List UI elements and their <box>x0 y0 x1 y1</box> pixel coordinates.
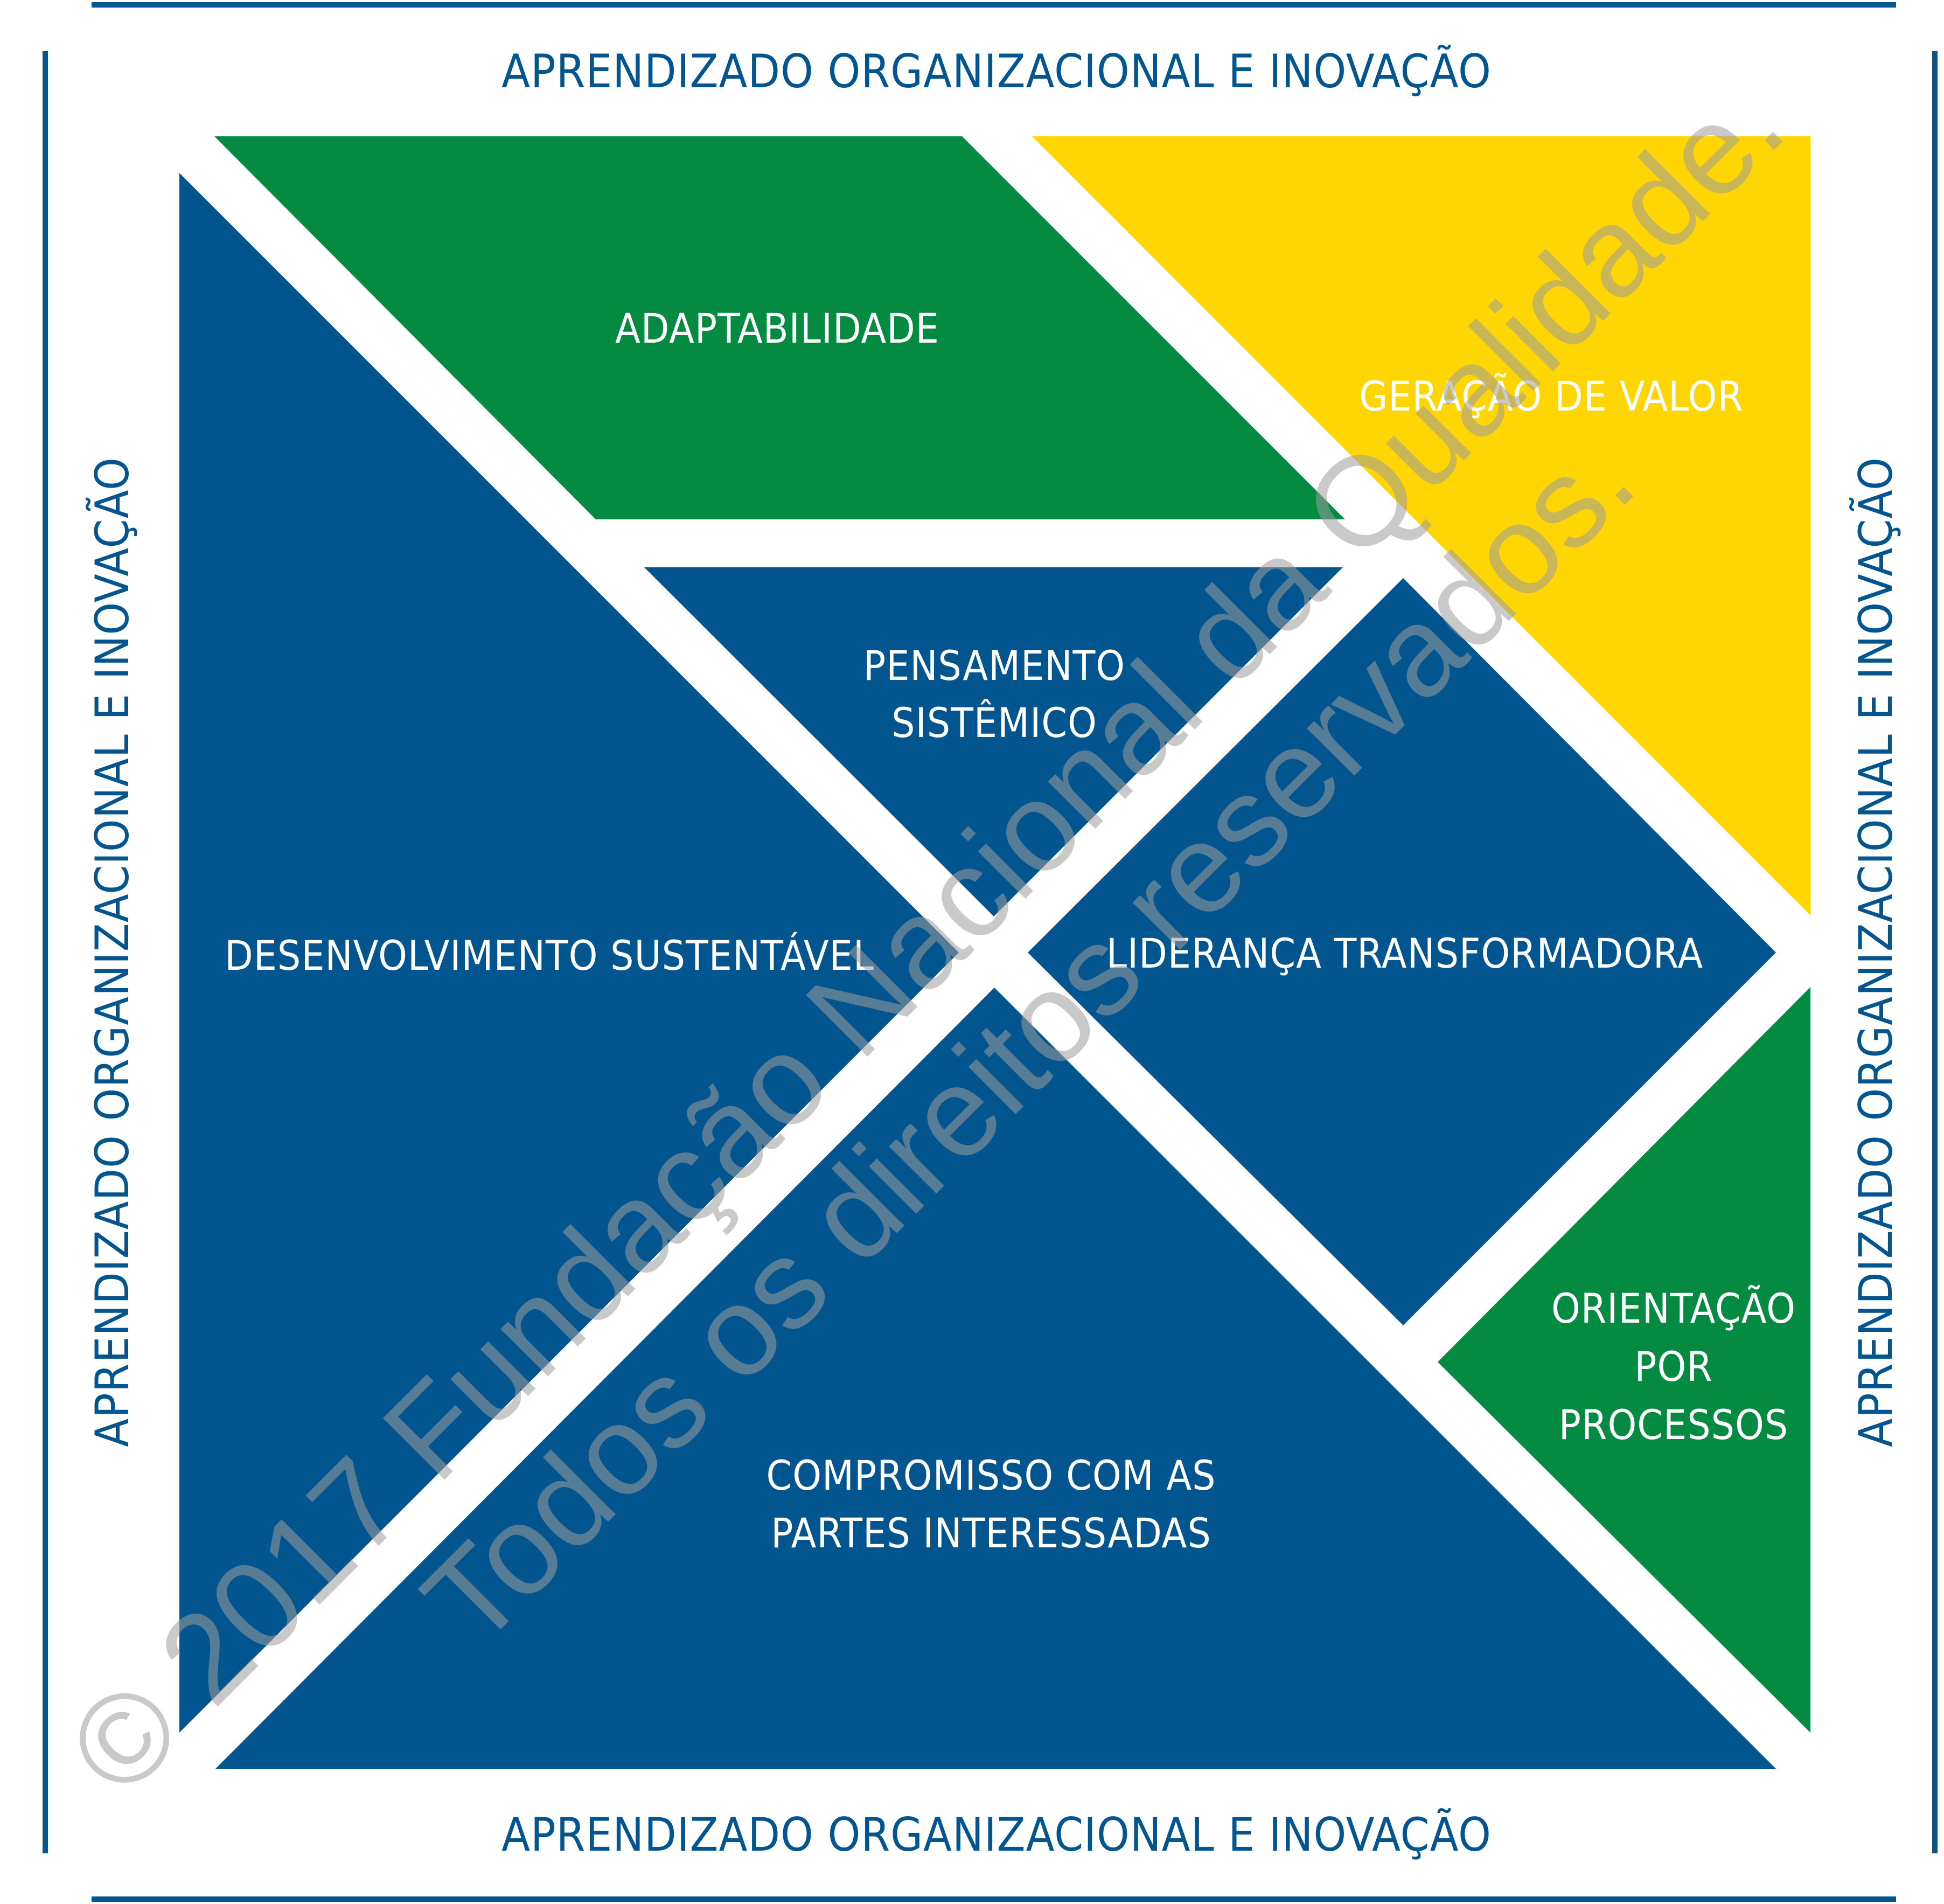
frame-label-top: APRENDIZADO ORGANIZACIONAL E INOVAÇÃO <box>501 45 1492 99</box>
piece-orientacao-processos <box>1438 987 1810 1733</box>
piece-adaptabilidade <box>214 136 1345 519</box>
label-pensamento-line2: SISTÊMICO <box>891 698 1097 747</box>
label-orientacao-line1: ORIENTAÇÃO <box>1551 1284 1796 1332</box>
piece-geracao-de-valor <box>1032 136 1810 915</box>
frame-label-right: APRENDIZADO ORGANIZACIONAL E INOVAÇÃO <box>1849 457 1903 1447</box>
piece-pensamento-sistemico <box>644 567 1343 916</box>
tangram-pieces <box>179 136 1810 1769</box>
piece-lideranca-transformadora <box>1028 578 1776 1325</box>
label-compromisso-line2: PARTES INTERESSADAS <box>771 1509 1211 1557</box>
frame-label-left: APRENDIZADO ORGANIZACIONAL E INOVAÇÃO <box>86 457 140 1447</box>
piece-labels: ADAPTABILIDADE GERAÇÃO DE VALOR PENSAMEN… <box>225 304 1796 1557</box>
frame <box>43 2 1938 1902</box>
label-geracao-de-valor: GERAÇÃO DE VALOR <box>1359 372 1744 420</box>
label-desenvolvimento-sustentavel: DESENVOLVIMENTO SUSTENTÁVEL <box>225 932 874 979</box>
piece-compromisso-partes <box>215 988 1776 1769</box>
frame-label-bottom: APRENDIZADO ORGANIZACIONAL E INOVAÇÃO <box>501 1808 1492 1862</box>
label-pensamento-line1: PENSAMENTO <box>863 642 1125 690</box>
label-compromisso-line1: COMPROMISSO COM AS <box>766 1451 1216 1499</box>
label-orientacao-line2: POR <box>1634 1343 1713 1391</box>
label-adaptabilidade: ADAPTABILIDADE <box>615 304 939 352</box>
label-lideranca-transformadora: LIDERANÇA TRANSFORMADORA <box>1106 929 1703 977</box>
label-orientacao-line3: PROCESSOS <box>1559 1401 1789 1449</box>
piece-desenvolvimento-sustentavel <box>179 173 959 1733</box>
